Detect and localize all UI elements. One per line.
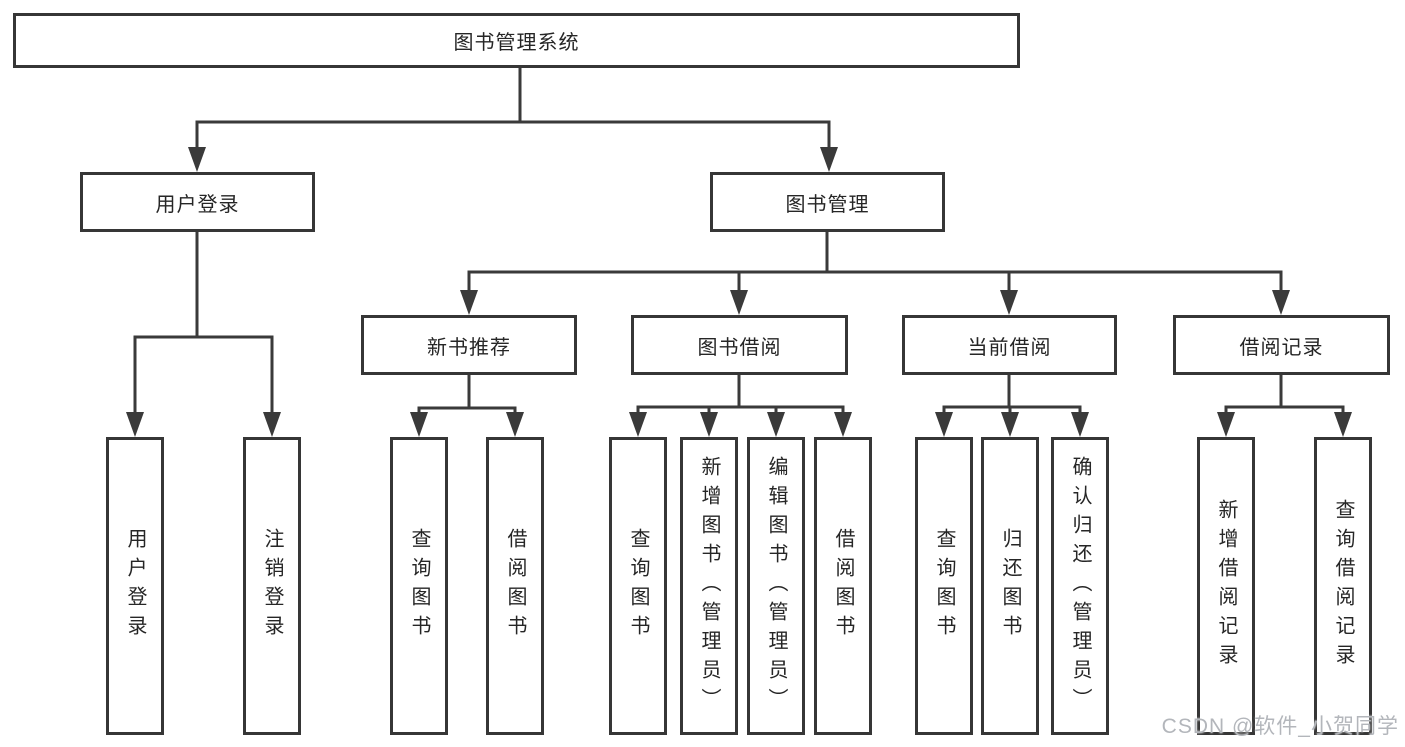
node-label: 用户登录 [155,193,240,216]
node-label: 当前借阅 [967,336,1052,359]
arrowhead [460,290,478,315]
connector-line [636,405,845,417]
leaf-label: 用户登录 [124,528,146,644]
connector-line [1224,405,1345,417]
arrowhead [767,412,785,437]
connector-line [417,406,517,417]
leaf-add-books-admin: 新增图书（管理员） [680,437,738,735]
leaf-label: 新增图书（管理员） [698,455,720,717]
leaf-confirm-return-admin: 确认归还（管理员） [1051,437,1109,735]
arrowhead [820,147,838,172]
connector-line [133,335,274,417]
arrowhead [410,412,428,437]
node-book-borrow: 图书借阅 [631,315,848,375]
leaf-query-books-recommend: 查询图书 [390,437,448,735]
node-user-login: 用户登录 [80,172,315,232]
leaf-label: 编辑图书（管理员） [765,455,787,717]
node-root: 图书管理系统 [13,13,1020,68]
node-label: 图书借阅 [697,336,782,359]
node-label: 借阅记录 [1239,336,1324,359]
node-label: 图书管理 [785,193,870,216]
leaf-label: 查询借阅记录 [1332,499,1354,673]
node-new-book-recommend: 新书推荐 [361,315,577,375]
leaf-label: 确认归还（管理员） [1069,455,1091,717]
arrowhead [730,290,748,315]
leaf-user-login: 用户登录 [106,437,164,735]
arrowhead [700,412,718,437]
arrowhead [834,412,852,437]
leaf-label: 借阅图书 [832,528,854,644]
leaf-label: 查询图书 [408,528,430,644]
arrowhead [1217,412,1235,437]
arrowhead [188,147,206,172]
leaf-borrow-books-recommend: 借阅图书 [486,437,544,735]
leaf-label: 查询图书 [933,528,955,644]
arrowhead [1001,412,1019,437]
node-current-borrow: 当前借阅 [902,315,1117,375]
arrowhead [1000,290,1018,315]
leaf-add-borrow-record: 新增借阅记录 [1197,437,1255,735]
arrowhead [935,412,953,437]
arrowhead [263,412,281,437]
arrowhead [1334,412,1352,437]
leaf-logout: 注销登录 [243,437,301,735]
leaf-return-books: 归还图书 [981,437,1039,735]
leaf-label: 查询图书 [627,528,649,644]
leaf-edit-books-admin: 编辑图书（管理员） [747,437,805,735]
arrowhead [1071,412,1089,437]
arrowhead [1272,290,1290,315]
leaf-query-books-borrow: 查询图书 [609,437,667,735]
leaf-query-books-current: 查询图书 [915,437,973,735]
node-book-management: 图书管理 [710,172,945,232]
node-borrow-records: 借阅记录 [1173,315,1390,375]
arrowhead [126,412,144,437]
leaf-label: 注销登录 [261,528,283,644]
csdn-watermark: CSDN @软件_小贺同学 [1161,715,1399,738]
leaf-label: 归还图书 [999,528,1021,644]
leaf-borrow-books: 借阅图书 [814,437,872,735]
connector-line [195,120,831,152]
leaf-label: 新增借阅记录 [1215,499,1237,673]
node-root-label: 图书管理系统 [453,32,580,54]
arrowheads [126,147,1352,437]
leaf-query-borrow-record: 查询借阅记录 [1314,437,1372,735]
connector-line [467,270,1283,296]
node-label: 新书推荐 [427,336,511,359]
arrowhead [506,412,524,437]
leaf-label: 借阅图书 [504,528,526,644]
arrowhead [629,412,647,437]
